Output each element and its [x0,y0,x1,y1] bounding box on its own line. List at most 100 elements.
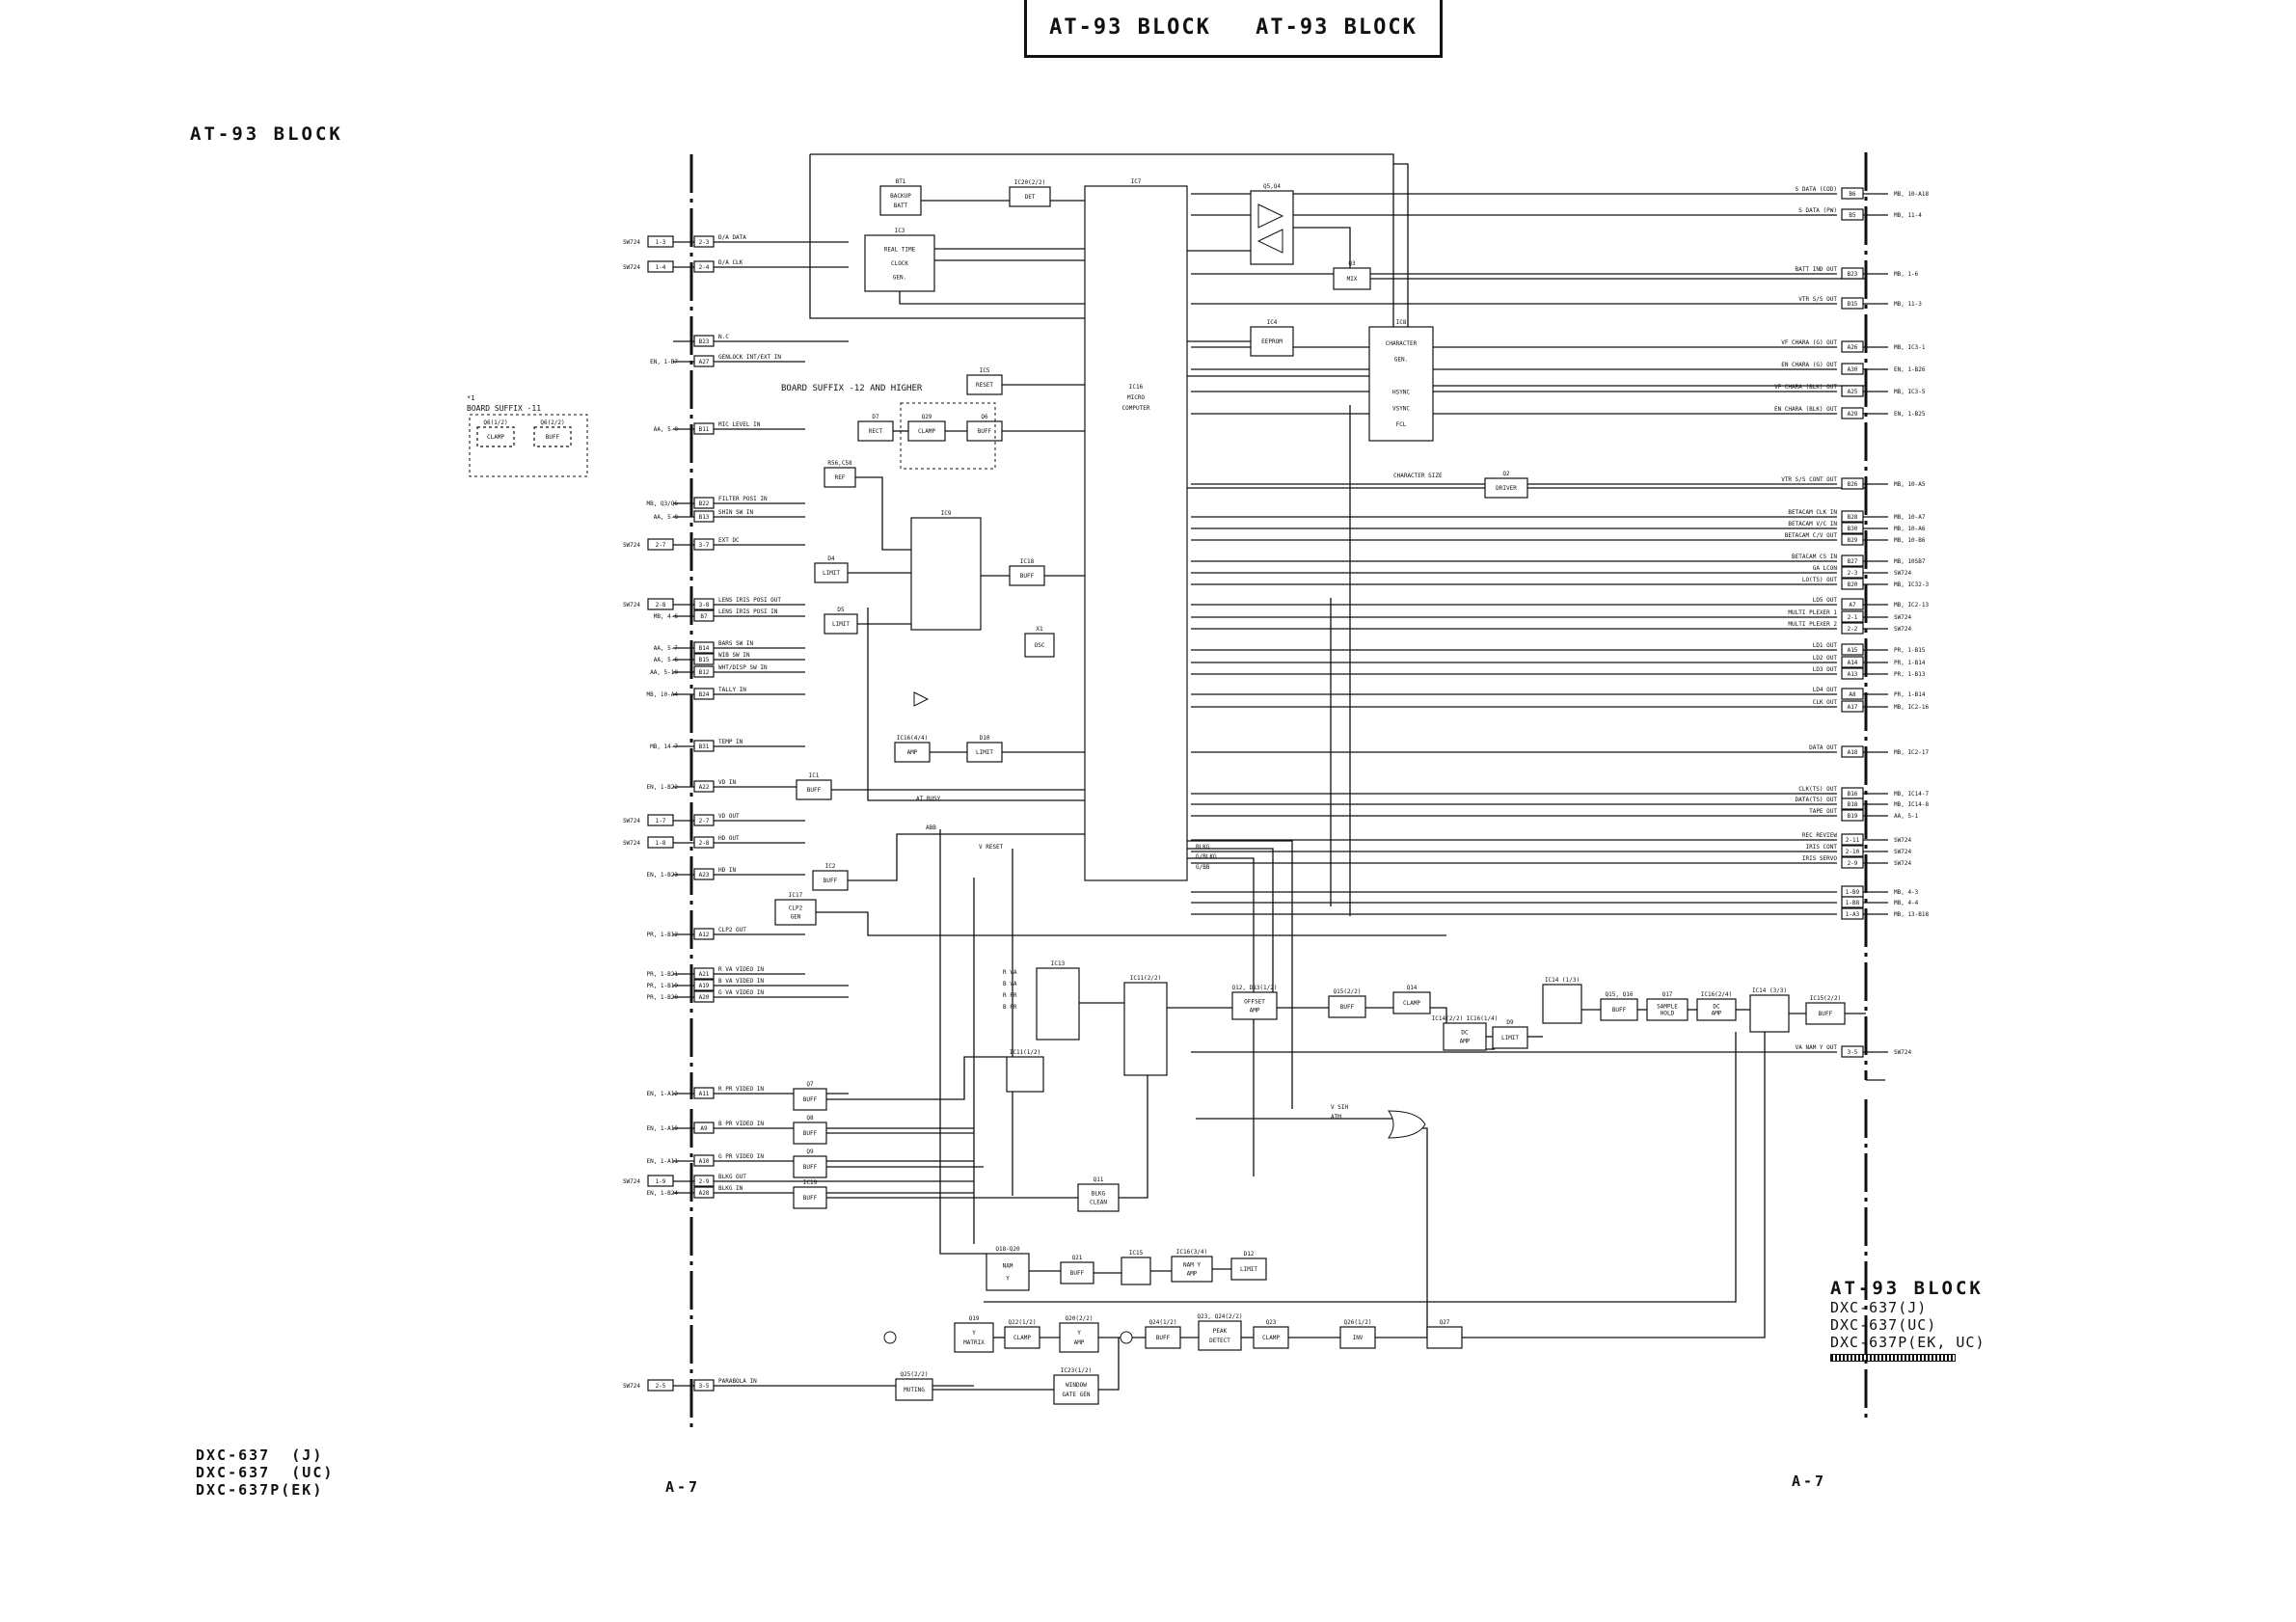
internal-wire [1293,227,1351,268]
connector-box [647,538,674,551]
pin-box [693,335,715,347]
signal-label: EXT DC [718,537,740,544]
signal-source-label: EN, 1-B22 [646,784,678,791]
block-ic111 [1006,1056,1044,1093]
signal-label: N.C [718,334,729,340]
pin-label: B19 [1848,813,1858,820]
signal-dest-label: SW724 [1894,614,1911,621]
signal-label: BLKG IN [718,1185,743,1192]
block-text-ic164b: AMP [1712,1011,1722,1017]
pin-box [1841,845,1864,857]
pin-box [1841,700,1864,713]
block-ref-q3: Q3 [1348,260,1356,267]
signal-label: LD4 OUT [1813,687,1838,693]
block-ref-ic2: IC2 [825,863,836,870]
signal-label: VTR S/S CONT OUT [1781,476,1837,483]
block-text-q2: DRIVER [1496,485,1517,492]
block-ref-q29: Q29 [922,414,932,420]
signal-source-label: SW724 [623,1383,640,1390]
block-ic2 [812,870,849,891]
block-q8 [793,1122,827,1145]
pin-box [1841,610,1864,623]
pin-label: B29 [1848,537,1858,544]
signal-label: G PR VIDEO IN [718,1153,764,1160]
signal-source-label: MB, 4-6 [654,613,679,620]
signal-dest-label: MB, 11-3 [1894,301,1922,308]
block-ref-q5q4: Q5,Q4 [1263,183,1281,190]
signal-label: PARABOLA IN [718,1378,757,1385]
signal-source-label: AA, 5-6 [654,657,679,663]
signal-source-label: EN, 1-A11 [646,1158,678,1165]
pin-label: B11 [699,426,710,433]
signal-dest-label: EN, 1-B25 [1894,411,1926,418]
block-q23b [1253,1326,1289,1349]
signal-label: B VA VIDEO IN [718,978,764,985]
pin-label: A23 [699,872,710,879]
signal-dest-label: MB, 1-6 [1894,271,1919,278]
block-ref-q24: Q24(1/2) [1149,1319,1177,1326]
signal-label: VD IN [718,779,736,786]
block-ref-q27: Q27 [1440,1319,1450,1326]
block-ic4 [1250,326,1294,357]
internal-wire [867,608,1085,801]
signal-source-label: PR, 1-B19 [646,983,678,989]
block-ref-ic142: IC14(2/2) IC16(1/4) [1432,1015,1499,1022]
page-number-left: A-7 [665,1478,701,1496]
board-suffix-12-label: BOARD SUFFIX -12 AND HIGHER [781,384,923,393]
block-q2 [1484,477,1528,499]
signal-dest-label: MB, 10-A5 [1894,481,1926,488]
block-text-q21: BUFF [1070,1270,1085,1277]
pin-label: B22 [699,500,710,507]
signal-label: HD OUT [718,835,740,842]
signal-source-label: SW724 [623,264,640,271]
signal-label: HD IN [718,867,736,874]
page-title: AT-93 BLOCK [190,123,343,145]
pin-label: 2-3 [699,239,710,246]
pin-box [693,836,715,849]
signal-label: D/A DATA [718,234,746,241]
misc-label: V SIH [1331,1104,1348,1111]
block-ref-q8: Q8 [806,1115,814,1122]
pin-box [1841,522,1864,534]
block-bt1 [879,185,922,216]
block-ref-ic1: IC1 [809,772,820,779]
block-q7 [793,1088,827,1111]
pin-box [1841,533,1864,546]
signal-label: DATA(TS) OUT [1796,797,1838,803]
pin-box [1841,578,1864,590]
block-text-q9: BUFF [803,1164,818,1171]
ic16-ref: IC16 [1129,384,1144,391]
signal-dest-label: MB, IC2-13 [1894,602,1930,608]
pin-label: 2-1 [1848,614,1858,621]
misc-label: V RESET [979,844,1004,851]
block-text-d7: RECT [869,428,883,435]
block-d10 [966,742,1003,763]
pin-label: B16 [1848,791,1858,797]
block-ref-bt1: BT1 [896,178,906,185]
block-ref-q6a: Q6(1/2) [483,419,507,426]
signal-label: BETACAM C/V OUT [1785,532,1838,539]
pin-label: B28 [1848,514,1858,521]
pin-box [1841,363,1864,375]
block-text-ic163: NAM Y [1183,1262,1201,1269]
signal-label: LD1 OUT [1813,642,1838,649]
block-text-ic8: GEN. [1394,357,1408,364]
block-q6c [966,420,1003,442]
block-ic112 [1123,982,1168,1076]
q1-buffer-triangle [913,691,930,707]
signal-dest-label: MB, 13-B18 [1894,911,1930,918]
block-ic8 [1368,326,1434,442]
block-text-ic8: VSYNC [1392,405,1410,412]
block-ref-ic163: IC16(3/4) [1176,1249,1208,1256]
signal-dest-label: SW724 [1894,626,1911,633]
pin-label: A26 [1848,344,1858,351]
connector-box [647,235,674,248]
internal-wire [1119,1075,1148,1199]
pin-label: A25 [1848,389,1858,395]
block-ref-q17: Q17 [1662,991,1673,998]
signal-dest-label: MB, IC2-17 [1894,749,1930,756]
block-text-q6b: BUFF [546,434,560,441]
board-suffix-11-frame [469,414,588,477]
signal-dest-label: SW724 [1894,1049,1911,1056]
pin-box [693,1186,715,1199]
